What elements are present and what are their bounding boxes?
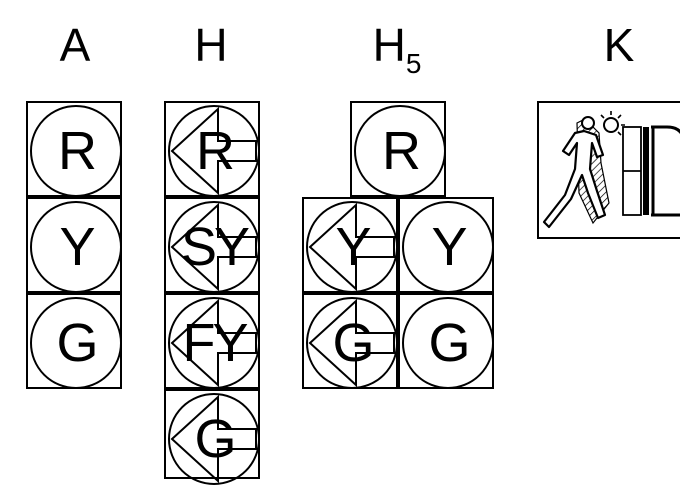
lens-h-steady-yellow-arrow: SY	[164, 197, 260, 293]
lens-h5-red: R	[350, 101, 446, 197]
lens-h-flashing-yellow-arrow: FY	[164, 293, 260, 389]
header-a-text: A	[59, 19, 91, 71]
header-h-text: H	[194, 19, 228, 71]
lens-label: FY	[182, 313, 248, 373]
lens-ring	[30, 201, 122, 293]
lens-h-green-arrow: G	[164, 389, 260, 485]
lens-h-red-arrow: R	[164, 101, 260, 197]
lens-a-red: R	[26, 101, 122, 197]
left-arrow-icon	[170, 106, 257, 196]
lens-label: R	[196, 121, 235, 181]
lens-label: SY	[180, 217, 250, 277]
lens-ring	[30, 297, 122, 389]
pedestrian-sign-k	[537, 101, 680, 239]
header-k-text: K	[603, 19, 635, 71]
left-arrow-icon	[170, 202, 257, 292]
lens-label: G	[56, 313, 98, 373]
lens-ring	[402, 297, 494, 389]
lens-label: G	[194, 409, 236, 469]
lens-ring	[30, 105, 122, 197]
lens-ring	[354, 105, 446, 197]
lens-h5-green-arrow: G	[302, 293, 398, 389]
lens-label: Y	[431, 217, 467, 277]
lens-label: G	[428, 313, 470, 373]
left-arrow-icon	[170, 298, 257, 388]
lens-ring	[306, 201, 398, 293]
header-h5-subscript: 5	[405, 48, 422, 79]
lens-h5-green: G	[398, 293, 494, 389]
lens-ring	[168, 201, 260, 293]
lens-label: R	[58, 121, 97, 181]
left-arrow-icon	[308, 298, 395, 388]
lens-ring	[306, 297, 398, 389]
lens-a-yellow: Y	[26, 197, 122, 293]
header-h5-text: H	[372, 19, 406, 71]
header-a: A	[60, 22, 91, 68]
lens-label: Y	[335, 217, 371, 277]
left-arrow-icon	[308, 202, 395, 292]
lens-ring	[168, 105, 260, 197]
header-k: K	[604, 22, 635, 68]
header-h5: H5	[373, 22, 422, 78]
lens-ring	[168, 297, 260, 389]
lens-label: G	[332, 313, 374, 373]
lens-h5-yellow: Y	[398, 197, 494, 293]
lens-label: R	[382, 121, 421, 181]
lens-h5-yellow-arrow: Y	[302, 197, 398, 293]
lens-a-green: G	[26, 293, 122, 389]
pedestrian-icon	[542, 111, 680, 229]
lens-ring	[402, 201, 494, 293]
lens-label: Y	[59, 217, 95, 277]
header-h: H	[194, 22, 227, 68]
